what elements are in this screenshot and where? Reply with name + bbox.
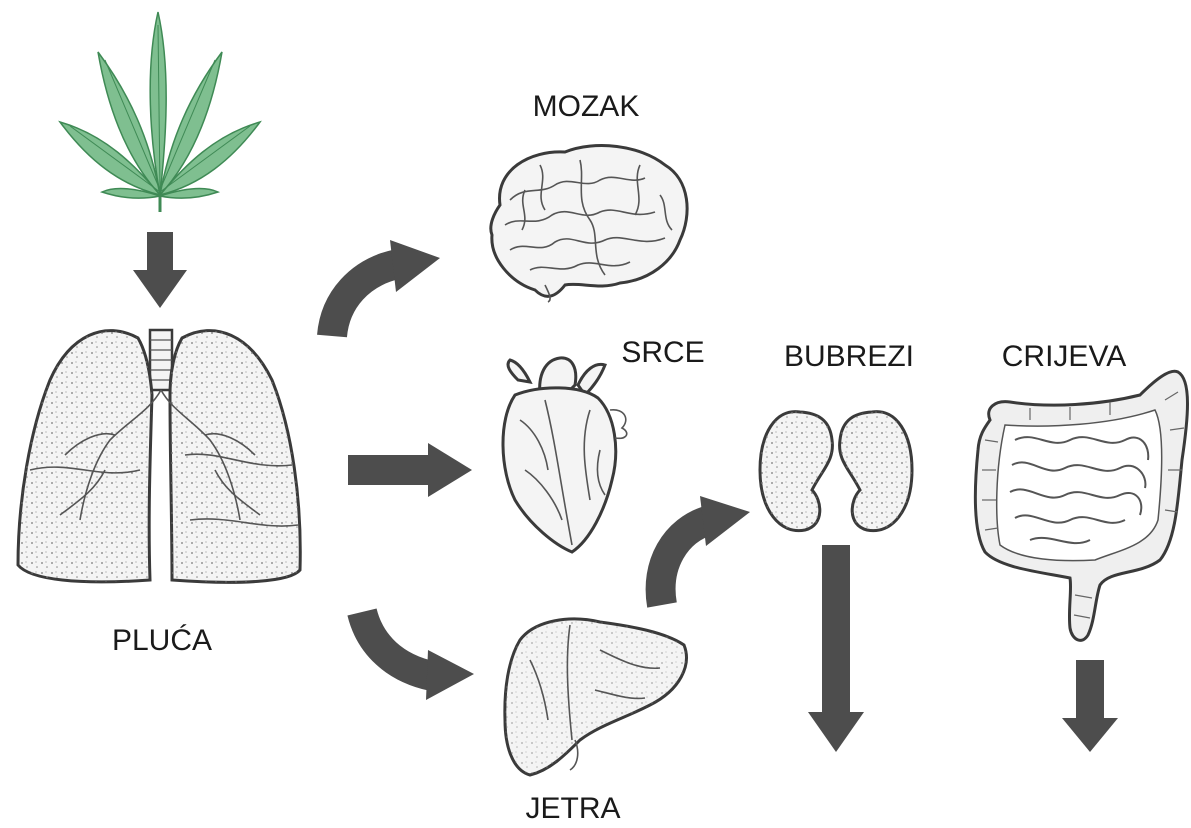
arrow-leaf-to-lungs bbox=[133, 232, 187, 308]
brain-label: MOZAK bbox=[533, 90, 640, 123]
liver-icon bbox=[505, 619, 687, 775]
liver-label: JETRA bbox=[525, 792, 620, 825]
heart-icon bbox=[503, 358, 627, 552]
lungs-label: PLUĆA bbox=[112, 624, 212, 657]
arrow-liver-to-kidneys bbox=[661, 496, 750, 605]
brain-icon bbox=[491, 146, 687, 302]
kidneys-label: BUBREZI bbox=[784, 340, 914, 373]
lungs-icon bbox=[18, 330, 300, 582]
intestines-icon bbox=[975, 371, 1187, 640]
arrow-lungs-to-liver bbox=[362, 612, 474, 700]
intestines-label: CRIJEVA bbox=[1002, 340, 1126, 373]
arrow-lungs-to-brain bbox=[332, 240, 440, 336]
heart-label: SRCE bbox=[621, 336, 704, 369]
kidneys-icon bbox=[760, 412, 912, 531]
arrow-intestines-down bbox=[1062, 660, 1118, 752]
arrow-kidneys-down bbox=[808, 545, 864, 752]
cannabis-leaf-icon bbox=[60, 12, 260, 212]
arrow-lungs-to-heart bbox=[348, 443, 472, 497]
